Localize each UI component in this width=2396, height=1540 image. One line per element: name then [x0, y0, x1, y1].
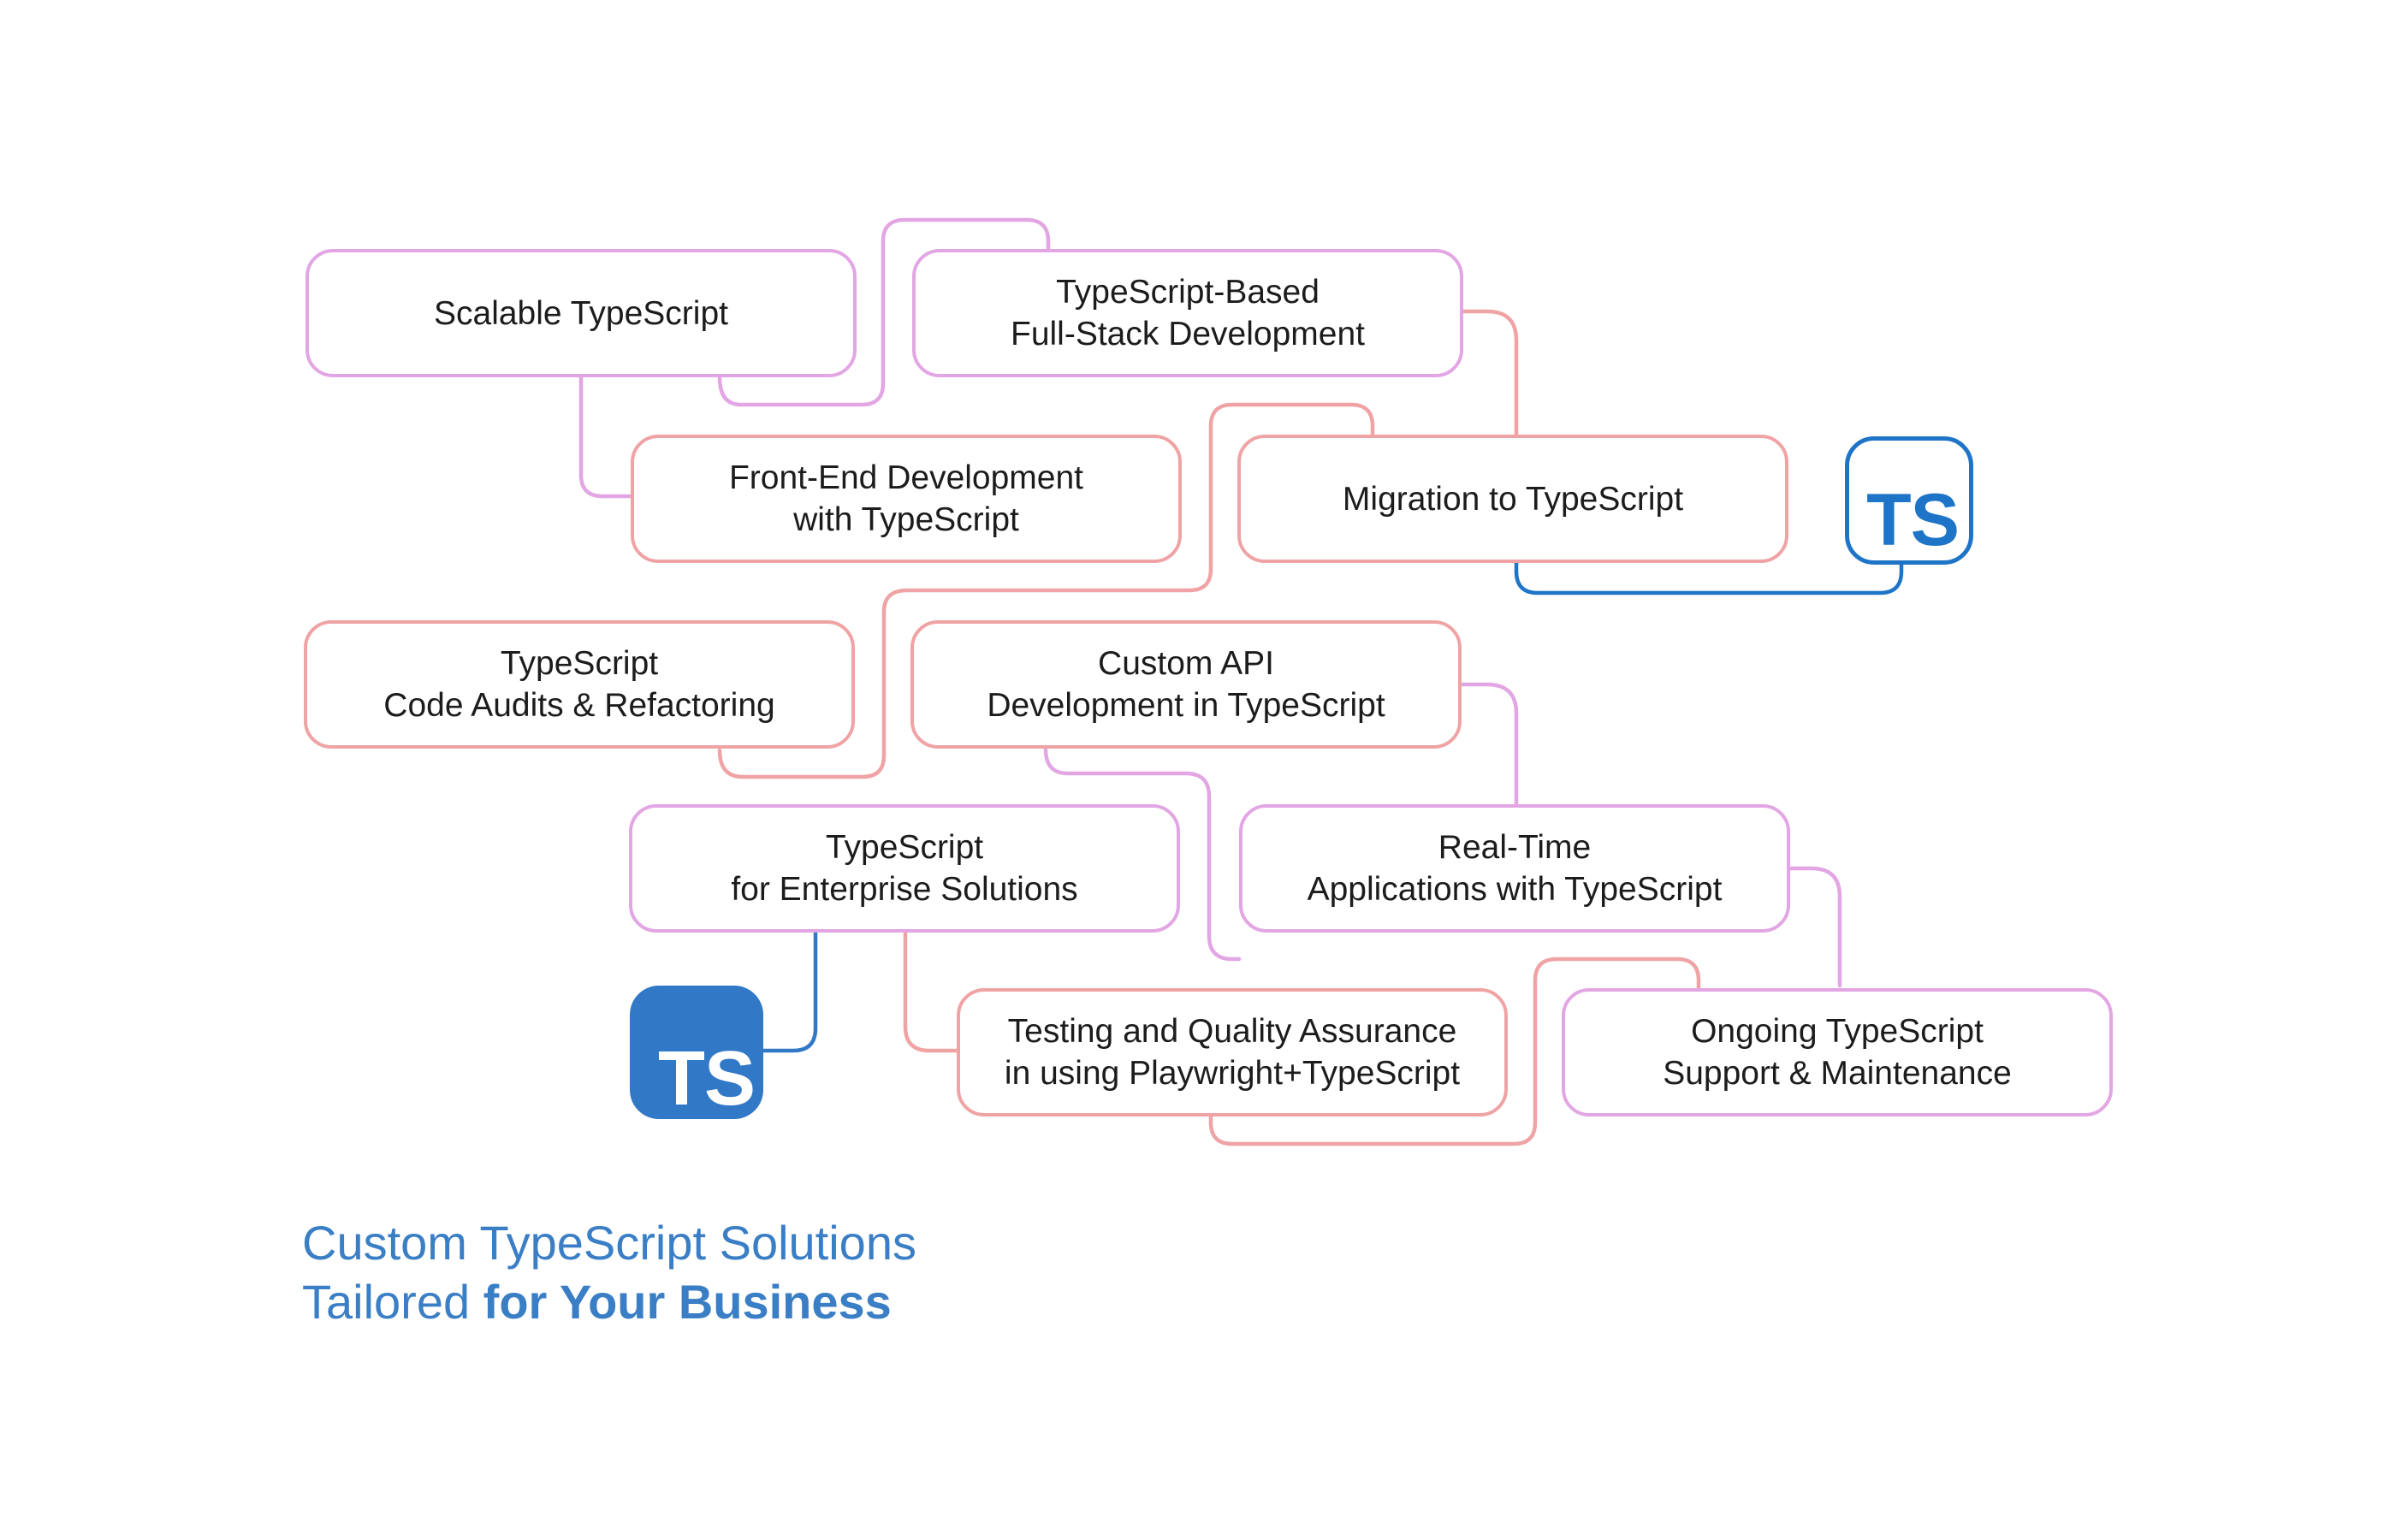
connector-scalable-to-front-end [578, 375, 635, 499]
connector-custom-api-to-real-time [1457, 682, 1519, 807]
caption-line-2-bold: for Your Business [483, 1275, 892, 1329]
node-full-stack-development-label: TypeScript-Based Full-Stack Development [1011, 274, 1365, 352]
typescript-logo-outline-icon: TS [1845, 436, 1973, 565]
node-code-audits-refactoring-label: TypeScript Code Audits & Refactoring [383, 645, 775, 724]
caption-line-2-regular: Tailored [302, 1275, 483, 1329]
node-real-time-applications: Real-Time Applications with TypeScript [1239, 804, 1790, 933]
node-full-stack-development: TypeScript-Based Full-Stack Development [912, 249, 1463, 377]
connector-testing-to-ongoing [1208, 957, 1701, 1146]
node-code-audits-refactoring: TypeScript Code Audits & Refactoring [304, 620, 855, 749]
node-scalable-typescript-label: Scalable TypeScript [434, 294, 728, 332]
caption: Custom TypeScript Solutions Tailored for… [302, 1213, 916, 1331]
caption-line-2: Tailored for Your Business [302, 1272, 916, 1331]
typescript-logo-filled-text: TS [657, 1036, 756, 1122]
node-front-end-development: Front-End Development with TypeScript [631, 435, 1182, 563]
node-custom-api-development: Custom API Development in TypeScript [910, 620, 1462, 749]
node-real-time-applications-label: Real-Time Applications with TypeScript [1307, 829, 1723, 908]
connector-enterprise-to-testing [903, 927, 959, 1053]
node-enterprise-solutions-label: TypeScript for Enterprise Solutions [731, 829, 1078, 908]
connector-real-time-to-ongoing [1788, 866, 1842, 988]
node-scalable-typescript: Scalable TypeScript [305, 249, 857, 377]
typescript-logo-filled-icon: TS [630, 986, 763, 1119]
node-migration-to-typescript-label: Migration to TypeScript [1342, 480, 1684, 518]
connector-scalable-to-full-stack [717, 217, 1051, 407]
typescript-logo-outline-text: TS [1866, 479, 1960, 561]
connector-enterprise-to-ts-logo [761, 927, 818, 1053]
node-ongoing-support-maintenance: Ongoing TypeScript Support & Maintenance [1562, 988, 2113, 1116]
node-custom-api-development-label: Custom API Development in TypeScript [987, 645, 1385, 724]
node-front-end-development-label: Front-End Development with TypeScript [728, 459, 1084, 538]
connector-migration-to-ts-logo [1514, 559, 1904, 595]
node-ongoing-support-maintenance-label: Ongoing TypeScript Support & Maintenance [1663, 1013, 2012, 1092]
node-testing-quality-assurance-label: Testing and Quality Assurance in using P… [1004, 1013, 1461, 1092]
connector-custom-api-loop [1043, 747, 1242, 962]
connector-full-stack-to-migration [1458, 309, 1519, 438]
caption-line-1: Custom TypeScript Solutions [302, 1216, 916, 1270]
node-migration-to-typescript: Migration to TypeScript [1237, 435, 1788, 563]
node-testing-quality-assurance: Testing and Quality Assurance in using P… [957, 988, 1508, 1116]
connector-migration-to-code-audits [717, 402, 1375, 779]
node-enterprise-solutions: TypeScript for Enterprise Solutions [629, 804, 1180, 933]
